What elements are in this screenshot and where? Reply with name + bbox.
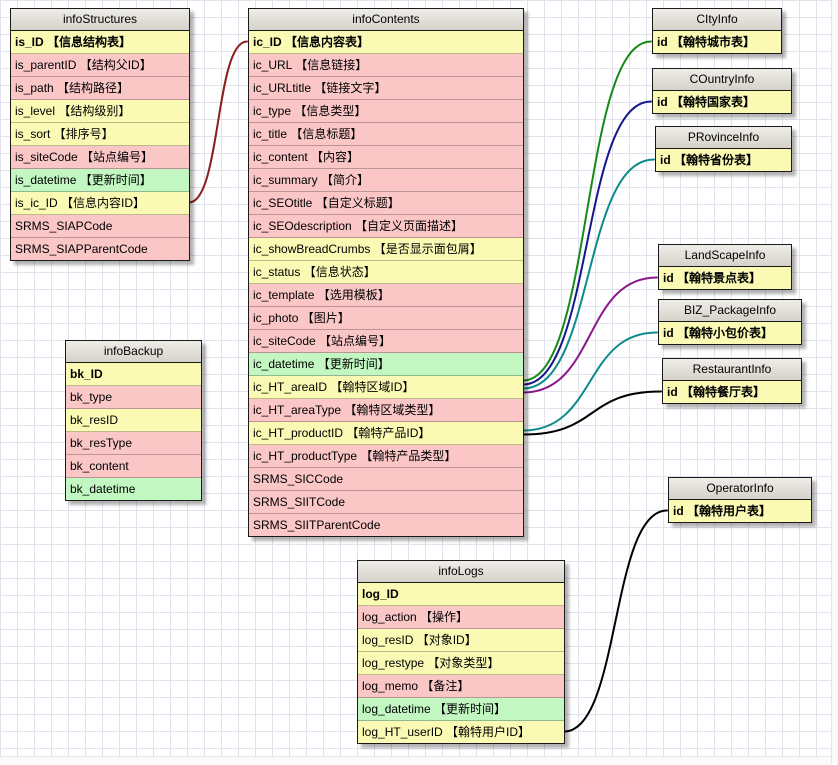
field-row-SRMS_SIITCode[interactable]: SRMS_SIITCode [249, 491, 523, 514]
table-title-infoStructures[interactable]: infoStructures [11, 9, 189, 31]
field-row-is_ic_ID[interactable]: is_ic_ID 【信息内容ID】 [11, 192, 189, 215]
scrollbar-track-vertical[interactable] [831, 0, 838, 764]
table-title-infoLogs[interactable]: infoLogs [358, 561, 564, 583]
table-title-RestaurantInfo[interactable]: RestaurantInfo [663, 359, 801, 381]
field-row-SRMS_SIAPParentCode[interactable]: SRMS_SIAPParentCode [11, 238, 189, 260]
relationship-infoContents-to-RestaurantInfo[interactable] [522, 390, 662, 436]
field-row-id[interactable]: id 【翰特城市表】 [653, 31, 781, 53]
field-row-ic_HT_areaID[interactable]: ic_HT_areaID 【翰特区域ID】 [249, 376, 523, 399]
field-row-ic_siteCode[interactable]: ic_siteCode 【站点编号】 [249, 330, 523, 353]
field-row-log_resID[interactable]: log_resID 【对象ID】 [358, 629, 564, 652]
table-title-PRovinceInfo[interactable]: PRovinceInfo [656, 127, 791, 149]
field-row-is_ID[interactable]: is_ID 【信息结构表】 [11, 31, 189, 54]
field-row-log_restype[interactable]: log_restype 【对象类型】 [358, 652, 564, 675]
field-row-is_level[interactable]: is_level 【结构级别】 [11, 100, 189, 123]
field-row-ic_ID[interactable]: ic_ID 【信息内容表】 [249, 31, 523, 54]
field-row-ic_summary[interactable]: ic_summary 【简介】 [249, 169, 523, 192]
field-row-ic_title[interactable]: ic_title 【信息标题】 [249, 123, 523, 146]
field-row-bk_type[interactable]: bk_type [66, 386, 201, 409]
field-row-bk_resType[interactable]: bk_resType [66, 432, 201, 455]
relationship-infoContents-to-BIZ_PackageInfo[interactable] [522, 331, 658, 432]
field-row-bk_content[interactable]: bk_content [66, 455, 201, 478]
table-title-infoContents[interactable]: infoContents [249, 9, 523, 31]
table-title-infoBackup[interactable]: infoBackup [66, 341, 201, 363]
field-row-id[interactable]: id 【翰特国家表】 [653, 91, 791, 113]
relationship-infoContents-to-COuntryInfo[interactable] [522, 100, 652, 386]
field-row-is_sort[interactable]: is_sort 【排序号】 [11, 123, 189, 146]
field-row-is_path[interactable]: is_path 【结构路径】 [11, 77, 189, 100]
field-row-SRMS_SIAPCode[interactable]: SRMS_SIAPCode [11, 215, 189, 238]
field-row-log_HT_userID[interactable]: log_HT_userID 【翰特用户ID】 [358, 721, 564, 743]
field-row-ic_type[interactable]: ic_type 【信息类型】 [249, 100, 523, 123]
field-row-is_datetime[interactable]: is_datetime 【更新时间】 [11, 169, 189, 192]
field-row-log_ID[interactable]: log_ID [358, 583, 564, 606]
field-row-ic_HT_productType[interactable]: ic_HT_productType 【翰特产品类型】 [249, 445, 523, 468]
field-row-is_siteCode[interactable]: is_siteCode 【站点编号】 [11, 146, 189, 169]
field-row-ic_photo[interactable]: ic_photo 【图片】 [249, 307, 523, 330]
field-row-ic_showBreadCrumbs[interactable]: ic_showBreadCrumbs 【是否显示面包屑】 [249, 238, 523, 261]
field-row-ic_content[interactable]: ic_content 【内容】 [249, 146, 523, 169]
field-row-id[interactable]: id 【翰特省份表】 [656, 149, 791, 171]
table-title-BIZ_PackageInfo[interactable]: BIZ_PackageInfo [659, 300, 801, 322]
table-title-CItyInfo[interactable]: CItyInfo [653, 9, 781, 31]
field-row-log_datetime[interactable]: log_datetime 【更新时间】 [358, 698, 564, 721]
field-row-id[interactable]: id 【翰特小包价表】 [659, 322, 801, 344]
field-row-id[interactable]: id 【翰特景点表】 [659, 267, 791, 289]
relationship-infoStructures-to-infoContents[interactable] [188, 40, 248, 204]
field-row-is_parentID[interactable]: is_parentID 【结构父ID】 [11, 54, 189, 77]
relationship-infoContents-to-CItyInfo[interactable] [522, 40, 652, 382]
relationship-infoContents-to-PRovinceInfo[interactable] [522, 158, 655, 390]
field-row-ic_URLtitle[interactable]: ic_URLtitle 【链接文字】 [249, 77, 523, 100]
field-row-SRMS_SIITParentCode[interactable]: SRMS_SIITParentCode [249, 514, 523, 536]
field-row-bk_ID[interactable]: bk_ID [66, 363, 201, 386]
field-row-ic_template[interactable]: ic_template 【选用模板】 [249, 284, 523, 307]
field-row-ic_HT_areaType[interactable]: ic_HT_areaType 【翰特区域类型】 [249, 399, 523, 422]
table-title-COuntryInfo[interactable]: COuntryInfo [653, 69, 791, 91]
field-row-ic_HT_productID[interactable]: ic_HT_productID 【翰特产品ID】 [249, 422, 523, 445]
field-row-bk_datetime[interactable]: bk_datetime [66, 478, 201, 500]
field-row-ic_SEOtitle[interactable]: ic_SEOtitle 【自定义标题】 [249, 192, 523, 215]
field-row-ic_SEOdescription[interactable]: ic_SEOdescription 【自定义页面描述】 [249, 215, 523, 238]
field-row-log_memo[interactable]: log_memo 【备注】 [358, 675, 564, 698]
relationship-infoContents-to-LandScapeInfo[interactable] [522, 276, 658, 394]
table-title-LandScapeInfo[interactable]: LandScapeInfo [659, 245, 791, 267]
field-row-log_action[interactable]: log_action 【操作】 [358, 606, 564, 629]
field-row-ic_datetime[interactable]: ic_datetime 【更新时间】 [249, 353, 523, 376]
field-row-bk_resID[interactable]: bk_resID [66, 409, 201, 432]
field-row-ic_URL[interactable]: ic_URL 【信息链接】 [249, 54, 523, 77]
table-title-OperatorInfo[interactable]: OperatorInfo [669, 478, 811, 500]
scrollbar-track-horizontal[interactable] [0, 756, 831, 765]
relationship-lines-layer [188, 40, 668, 733]
field-row-id[interactable]: id 【翰特餐厅表】 [663, 381, 801, 403]
relationship-infoLogs-to-OperatorInfo[interactable] [563, 509, 668, 733]
field-row-ic_status[interactable]: ic_status 【信息状态】 [249, 261, 523, 284]
field-row-id[interactable]: id 【翰特用户表】 [669, 500, 811, 522]
field-row-SRMS_SICCode[interactable]: SRMS_SICCode [249, 468, 523, 491]
